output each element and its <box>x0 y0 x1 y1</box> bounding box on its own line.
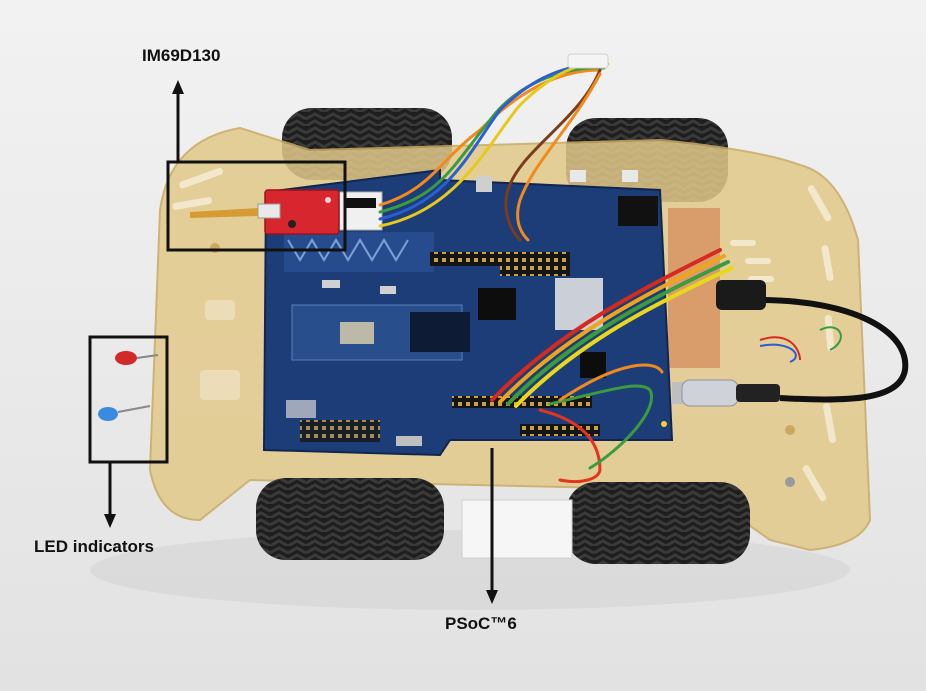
mic-highlight-box <box>166 160 347 252</box>
psoc6-board <box>262 168 686 457</box>
ribbon-cable <box>490 248 734 408</box>
led-blue <box>98 405 151 421</box>
led-arrow <box>104 462 116 528</box>
mic-label: IM69D130 <box>142 46 221 65</box>
wheel-bottom-right <box>566 482 750 564</box>
led-highlight-box <box>88 335 169 464</box>
led-red <box>115 351 159 365</box>
mic-arrow <box>172 80 184 162</box>
psoc-label: PSoC™6 <box>445 614 517 633</box>
im69d130-sensor-board <box>190 189 340 235</box>
usb-cable <box>681 280 909 407</box>
led-label: LED indicators <box>34 537 154 556</box>
psoc-arrow <box>486 448 498 604</box>
wheel-bottom-left <box>256 478 444 560</box>
